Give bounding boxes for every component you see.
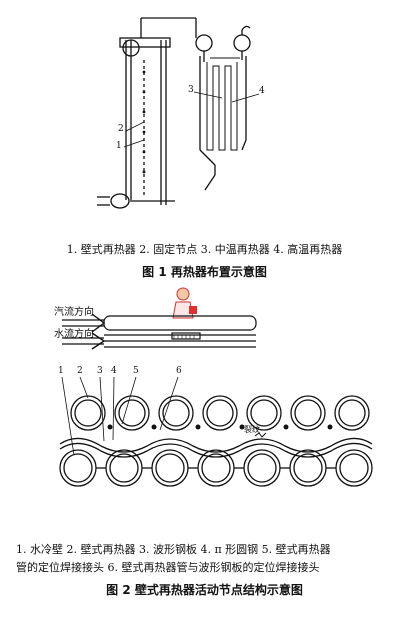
fig2-label-5: 5 [133,366,139,376]
figure1-legend: 1. 壁式再热器 2. 固定节点 3. 中温再热器 4. 高温再热器 [66,243,343,256]
tube-rows [59,376,373,487]
fig2-label-3: 3 [97,366,103,376]
water-flow-direction-label: 水流方向 [54,329,94,340]
fig2-label-2: 2 [77,366,83,376]
fig1-label-3: 3 [188,85,194,95]
fig1-label-4: 4 [259,86,265,96]
figure2-title: 图 2 壁式再热器活动节点结构示意图 [106,583,303,597]
fig1-label-2: 2 [118,124,124,134]
figure2-legend-line1: 1. 水冷壁 2. 壁式再热器 3. 波形钢板 4. π 形圆钢 5. 壁式再热… [16,543,331,556]
steam-flow-direction-label: 汽流方向 [54,307,94,318]
fig2-label-6: 6 [176,366,182,376]
fig2-label-1: 1 [58,366,64,376]
figure1-title: 图 1 再热器布置示意图 [142,265,267,279]
figure2-legend-line2: 管的定位焊接接头 6. 壁式再热器管与波形钢板的定位焊接接头 [16,561,320,574]
watermark-figure [172,287,197,319]
crack-label: 裂纹 [244,425,260,434]
fig1-label-1: 1 [116,141,122,151]
fig2-label-4: 4 [111,366,117,376]
